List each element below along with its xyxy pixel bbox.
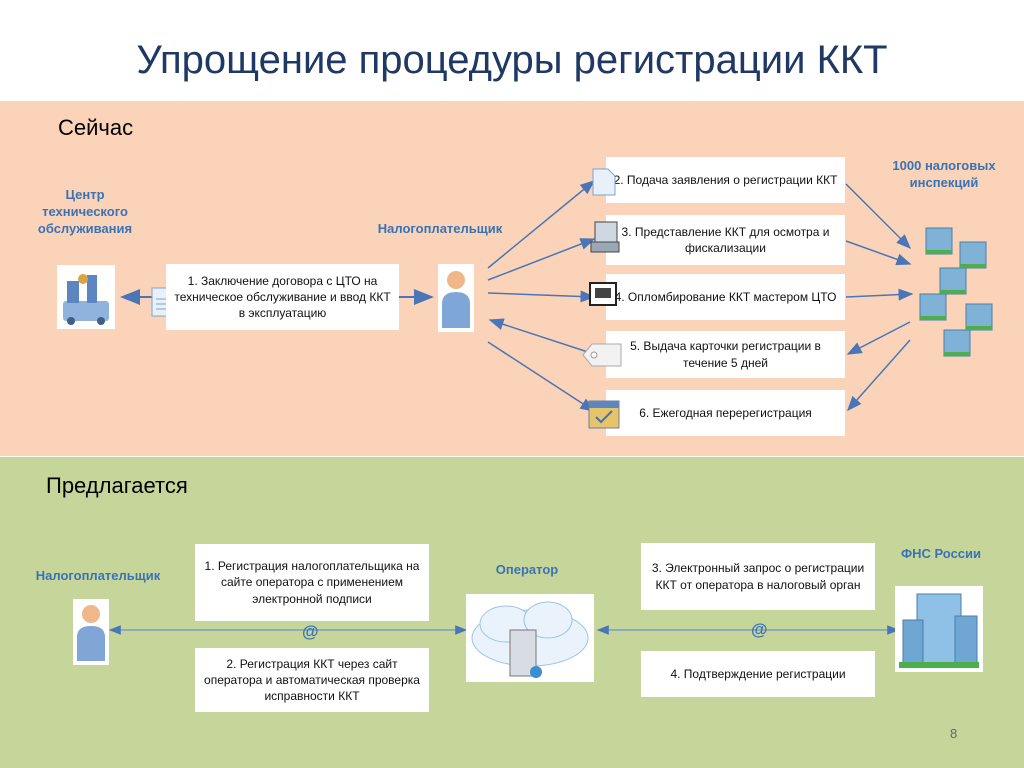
tag-icon bbox=[582, 343, 622, 367]
arrow-step2-inspections bbox=[845, 183, 912, 250]
step-5-card-box: 5. Выдача карточки регистрации в течение… bbox=[606, 331, 845, 378]
arrow-inspections-step6 bbox=[847, 339, 911, 412]
cash-register-icon bbox=[589, 220, 621, 254]
inspections-label: 1000 налоговых инспекций bbox=[892, 158, 996, 190]
email-at-icon-left: @ bbox=[302, 622, 319, 641]
arrow-taxpayer-step3 bbox=[487, 238, 596, 281]
proposed-person-icon bbox=[73, 599, 109, 665]
proposed-step-3-box: 3. Электронный запрос о регистрации ККТ … bbox=[641, 543, 875, 610]
fns-label: ФНС России bbox=[900, 546, 982, 561]
page-number: 8 bbox=[950, 726, 958, 741]
arrow-taxpayer-step6 bbox=[487, 341, 596, 412]
step-6-reregistration-box: 6. Ежегодная перерегистрация bbox=[606, 390, 845, 436]
arrow-inspections-step5 bbox=[846, 321, 911, 355]
arrow-step4-inspections bbox=[845, 288, 914, 301]
calendar-icon bbox=[588, 397, 620, 429]
arrow-taxpayer-step2 bbox=[487, 180, 596, 269]
proposed-taxpayer-label: Налогоплательщик bbox=[35, 568, 161, 583]
arrow-step3-inspections bbox=[845, 240, 912, 266]
section-proposed-label: Предлагается bbox=[46, 473, 188, 498]
service-center-label: Центр технического обслуживания bbox=[37, 187, 133, 236]
seal-icon bbox=[589, 282, 617, 306]
tax-inspections-buildings-icon bbox=[918, 222, 1000, 362]
proposed-step-1-box: 1. Регистрация налогоплательщика на сайт… bbox=[195, 544, 429, 621]
step-2-application-box: 2. Подача заявления о регистрации ККТ bbox=[606, 157, 845, 203]
cloud-server-icon bbox=[466, 594, 594, 682]
factory-icon bbox=[57, 265, 115, 329]
taxpayer-label: Налогоплательщик bbox=[377, 221, 503, 236]
email-at-icon-right: @ bbox=[751, 620, 768, 639]
step-3-fiscalization-box: 3. Представление ККТ для осмотра и фиска… bbox=[606, 215, 845, 265]
page-title: Упрощение процедуры регистрации ККТ bbox=[136, 38, 888, 82]
proposed-step-4-box: 4. Подтверждение регистрации bbox=[641, 651, 875, 697]
arrow-step5-taxpayer bbox=[488, 318, 595, 355]
arrow-taxpayer-step4 bbox=[487, 290, 596, 303]
step-4-sealing-box: 4. Опломбирование ККТ мастером ЦТО bbox=[606, 274, 845, 320]
fns-building-icon bbox=[895, 586, 983, 672]
application-document-icon bbox=[592, 168, 616, 196]
operator-label: Оператор bbox=[495, 562, 559, 577]
step-1-contract-box: 1. Заключение договора с ЦТО на техничес… bbox=[166, 264, 399, 330]
section-current-label: Сейчас bbox=[58, 115, 134, 140]
proposed-step-2-box: 2. Регистрация ККТ через сайт оператора … bbox=[195, 648, 429, 712]
person-icon bbox=[438, 264, 474, 332]
